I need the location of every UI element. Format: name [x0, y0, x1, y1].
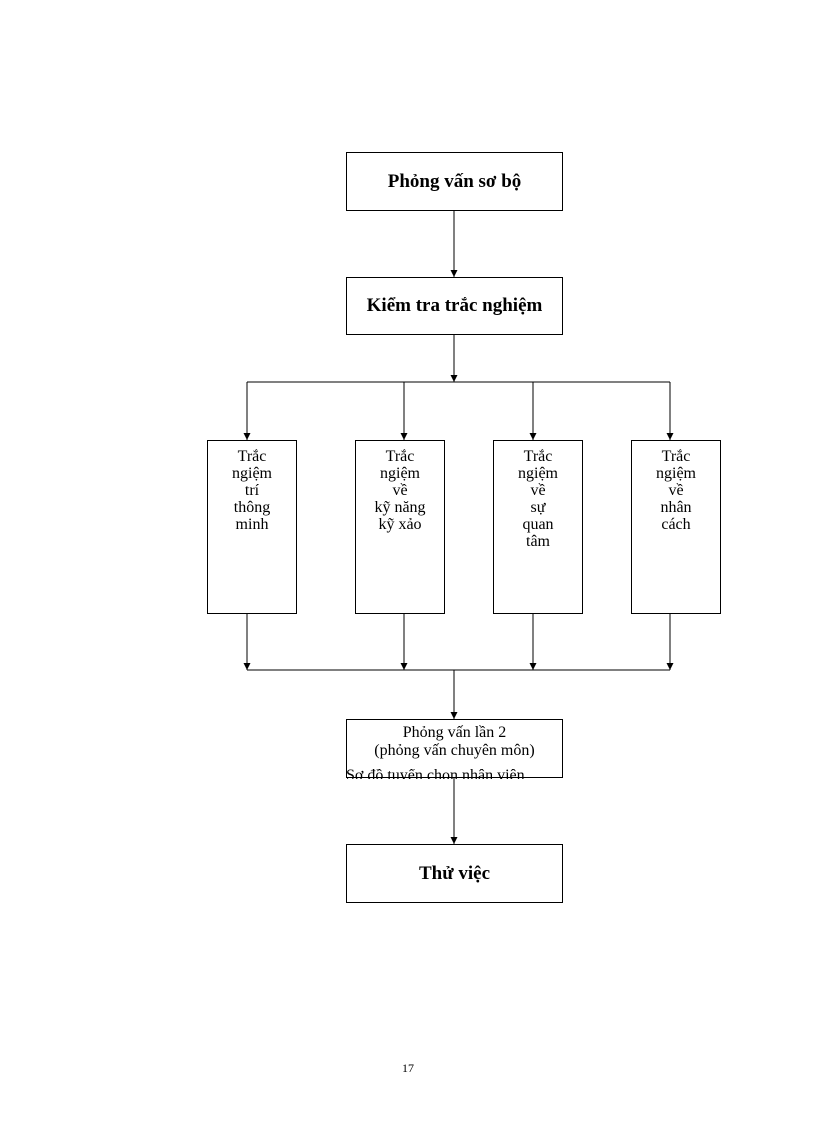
- step-probation: Thử việc: [346, 844, 563, 903]
- test-intelligence-line-2: ngiệm: [232, 465, 272, 482]
- page-number: 17: [402, 1061, 414, 1075]
- diagram-caption-text: Sơ đồ tuyển chọn nhân viên: [346, 769, 525, 779]
- test-skills-line-4: kỹ năng: [374, 499, 426, 516]
- test-personality-line-3: về: [668, 482, 684, 499]
- test-skills-line-3: về: [392, 482, 408, 499]
- test-box-intelligence: Trắc ngiệm trí thông minh: [207, 440, 297, 614]
- step-second-interview-line-2: (phỏng vấn chuyên môn): [374, 742, 535, 759]
- test-interest-line-3: về: [530, 482, 546, 499]
- test-interest-line-6: tâm: [526, 533, 550, 550]
- test-box-skills: Trắc ngiệm về kỹ năng kỹ xảo: [355, 440, 445, 614]
- step-preliminary-interview-label: Phỏng vấn sơ bộ: [387, 170, 522, 192]
- test-skills-line-5: kỹ xảo: [378, 516, 422, 533]
- test-intelligence-line-3: trí: [244, 482, 260, 499]
- step-second-interview-line-1: Phỏng vấn lần 2: [402, 724, 507, 741]
- test-box-personality: Trắc ngiệm về nhân cách: [631, 440, 721, 614]
- test-interest-line-5: quan: [522, 516, 554, 533]
- test-box-interest: Trắc ngiệm về sự quan tâm: [493, 440, 583, 614]
- step-test-check: Kiểm tra trắc nghiệm: [346, 277, 563, 335]
- step-preliminary-interview: Phỏng vấn sơ bộ: [346, 152, 563, 211]
- test-skills-line-1: Trắc: [385, 448, 415, 465]
- step-test-check-label: Kiểm tra trắc nghiệm: [366, 295, 543, 316]
- step-probation-label: Thử việc: [418, 862, 491, 884]
- test-personality-line-5: cách: [661, 516, 691, 533]
- test-intelligence-line-4: thông: [233, 499, 271, 516]
- test-interest-line-4: sự: [530, 499, 546, 516]
- test-intelligence-line-1: Trắc: [237, 448, 267, 465]
- test-intelligence-line-5: minh: [235, 516, 269, 533]
- test-personality-line-1: Trắc: [661, 448, 691, 465]
- test-skills-line-2: ngiệm: [380, 465, 420, 482]
- step-second-interview: Phỏng vấn lần 2 (phỏng vấn chuyên môn): [346, 719, 563, 778]
- test-personality-line-2: ngiệm: [656, 465, 696, 482]
- diagram-caption: Sơ đồ tuyển chọn nhân viên: [346, 769, 562, 779]
- test-interest-line-2: ngiệm: [518, 465, 558, 482]
- test-personality-line-4: nhân: [660, 499, 692, 516]
- test-interest-line-1: Trắc: [523, 448, 553, 465]
